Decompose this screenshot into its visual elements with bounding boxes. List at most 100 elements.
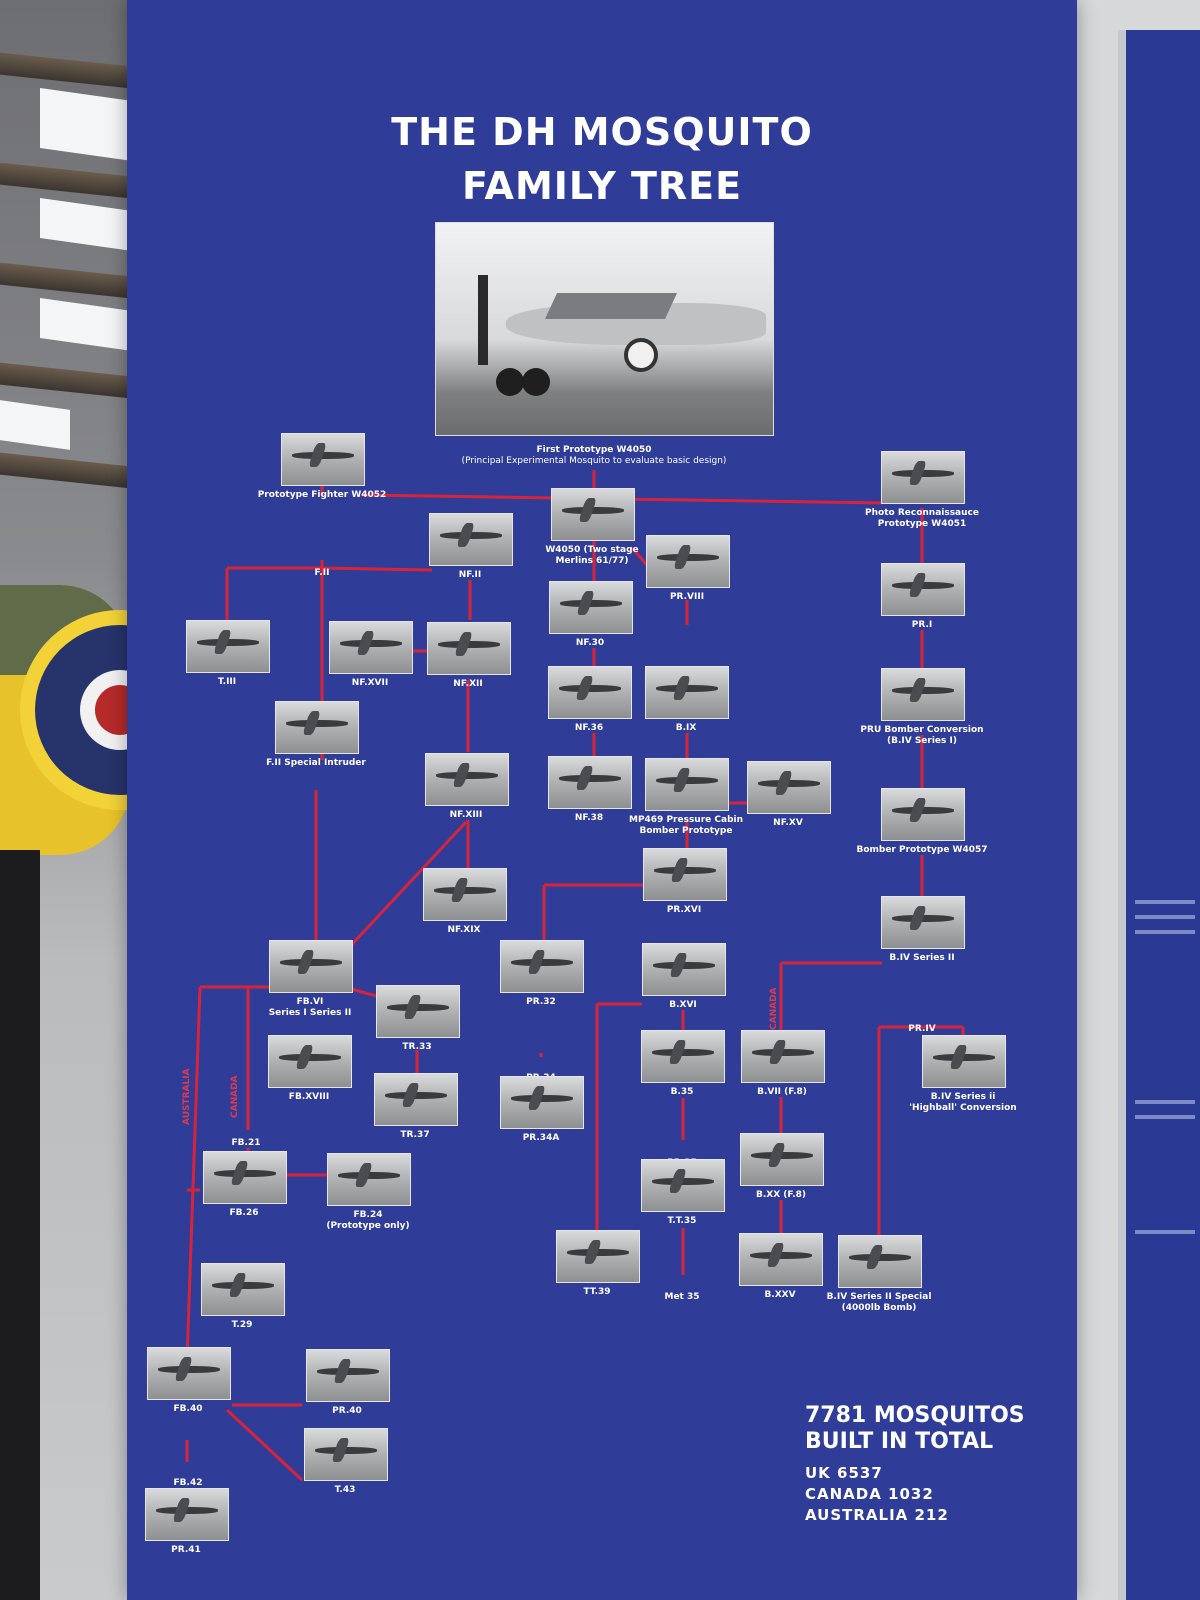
- aircraft-silhouette-icon: [510, 1094, 574, 1102]
- variant-label-line: Met 35: [664, 1292, 700, 1302]
- aircraft-photo-nfii: [429, 513, 513, 566]
- aircraft-silhouette-icon: [651, 1048, 715, 1056]
- branch-label-australia: AUSTRALIA: [182, 1068, 192, 1125]
- variant-label-line: B.IV Series II Special: [826, 1292, 932, 1302]
- aircraft-photo-fbvi: [269, 940, 353, 993]
- variant-label-met35: Met 35: [664, 1292, 699, 1303]
- variant-label-nfxix: NF.XIX: [447, 925, 480, 936]
- aircraft-silhouette-icon: [891, 914, 955, 922]
- aircraft-silhouette-icon: [848, 1253, 912, 1261]
- variant-label-line: Bomber Prototype: [639, 826, 733, 836]
- panel-text-line: [1135, 930, 1195, 934]
- aircraft-photo-nf30: [549, 581, 633, 634]
- aircraft-photo-tiii: [186, 620, 270, 673]
- branch-label-canada: CANADA: [769, 987, 779, 1030]
- connector-line: [340, 820, 468, 957]
- variant-label-tr33: TR.33: [402, 1042, 431, 1053]
- aircraft-silhouette-icon: [433, 886, 497, 894]
- variant-label-nfxiii: NF.XIII: [450, 810, 483, 821]
- aircraft-photo-bvii: [741, 1030, 825, 1083]
- aircraft-photo-bix: [645, 666, 729, 719]
- variant-label-line: PR.IV: [908, 1024, 936, 1034]
- aircraft-photo-bxx: [740, 1133, 824, 1186]
- aircraft-photo-tt35: [641, 1159, 725, 1212]
- aircraft-silhouette-icon: [566, 1248, 630, 1256]
- aircraft-silhouette-icon: [439, 531, 503, 539]
- aircraft-silhouette-icon: [655, 776, 719, 784]
- totals-uk: UK 6537: [805, 1464, 883, 1482]
- variant-label-pr40: PR.40: [332, 1406, 362, 1417]
- variant-label-nfxvii: NF.XVII: [352, 678, 388, 689]
- aircraft-silhouette-icon: [291, 451, 355, 459]
- variant-label-line: Prototype Fighter W4052: [257, 490, 387, 500]
- variant-label-line: NF.XIX: [447, 925, 481, 935]
- variant-label-line: F.II: [314, 568, 330, 578]
- aircraft-silhouette-icon: [558, 774, 622, 782]
- aircraft-silhouette-icon: [196, 638, 260, 646]
- aircraft-silhouette-icon: [652, 961, 716, 969]
- variant-label-line: TR.33: [402, 1042, 432, 1052]
- propeller: [478, 275, 488, 365]
- aircraft-silhouette-icon: [558, 684, 622, 692]
- variant-label-line: T.29: [231, 1320, 253, 1330]
- aircraft-photo-prxvi: [643, 848, 727, 901]
- aircraft-silhouette-icon: [750, 1151, 814, 1159]
- variant-label-bxxv: B.XXV: [764, 1290, 795, 1301]
- aircraft-silhouette-icon: [561, 506, 625, 514]
- aircraft-photo-pr34a: [500, 1076, 584, 1129]
- variant-label-pr41: PR.41: [171, 1545, 201, 1556]
- variant-label-fb21: FB.21: [232, 1138, 261, 1149]
- aircraft-photo-pr40: [306, 1349, 390, 1402]
- variant-label-line: NF.XVII: [351, 678, 389, 688]
- main-caption-line-1: First Prototype W4050: [536, 445, 652, 455]
- variant-label-tiii: T.III: [218, 677, 236, 688]
- variant-label-line: B.XX (F.8): [755, 1190, 807, 1200]
- variant-label-fb24: FB.24(Prototype only): [326, 1210, 409, 1232]
- aircraft-silhouette-icon: [278, 1053, 342, 1061]
- variant-label-line: Merlins 61/77): [555, 556, 629, 566]
- production-totals: 7781 MOSQUITOS BUILT IN TOTAL UK 6537 CA…: [805, 1403, 1025, 1526]
- aircraft-silhouette-icon: [435, 771, 499, 779]
- aircraft-photo-bivii: [881, 896, 965, 949]
- variant-label-line: FB.42: [173, 1478, 203, 1488]
- variant-label-line: Prototype W4051: [877, 519, 967, 529]
- first-prototype-photo: [435, 222, 774, 436]
- variant-label-line: PR.34A: [522, 1133, 560, 1143]
- variant-label-line: B.35: [670, 1087, 694, 1097]
- connector-line: [321, 566, 433, 572]
- variant-label-bivspecial: B.IV Series II Special(4000lb Bomb): [827, 1292, 932, 1314]
- aircraft-silhouette-icon: [651, 1177, 715, 1185]
- variant-label-line: (B.IV Series I): [886, 736, 957, 746]
- variant-label-line: B.VII (F.8): [757, 1087, 807, 1097]
- aircraft-photo-nf36: [548, 666, 632, 719]
- aircraft-silhouette-icon: [751, 1048, 815, 1056]
- variant-label-bix: B.IX: [676, 723, 697, 734]
- variant-label-line: PR.VIII: [669, 592, 705, 602]
- variant-label-fiispecial: F.II Special Intruder: [266, 758, 366, 769]
- variant-label-line: NF.30: [575, 638, 605, 648]
- aircraft-photo-tt39: [556, 1230, 640, 1283]
- variant-label-fii: F.II: [315, 568, 330, 579]
- variant-label-line: PR.I: [911, 620, 933, 630]
- variant-label-line: FB.XVIII: [288, 1092, 330, 1102]
- variant-label-line: F.II Special Intruder: [266, 758, 366, 768]
- variant-label-nfxv: NF.XV: [773, 818, 803, 829]
- aircraft-silhouette-icon: [891, 581, 955, 589]
- aircraft-silhouette-icon: [211, 1281, 275, 1289]
- variant-label-line: NF.XII: [453, 679, 483, 689]
- main-caption-line-2: (Principal Experimental Mosquito to eval…: [461, 456, 727, 466]
- title-line-2: FAMILY TREE: [461, 164, 743, 208]
- variant-label-line: TR.37: [400, 1130, 430, 1140]
- variant-label-line: B.XVI: [669, 1000, 697, 1010]
- aircraft-silhouette-icon: [655, 684, 719, 692]
- aircraft-photo-prviii: [646, 535, 730, 588]
- aircraft-photo-tr33: [376, 985, 460, 1038]
- aircraft-silhouette-icon: [157, 1365, 221, 1373]
- aircraft-silhouette-icon: [891, 469, 955, 477]
- variant-label-line: 'Highball' Conversion: [909, 1103, 1017, 1113]
- variant-label-line: FB.24: [353, 1210, 383, 1220]
- variant-label-priv: PR.IV: [908, 1024, 935, 1035]
